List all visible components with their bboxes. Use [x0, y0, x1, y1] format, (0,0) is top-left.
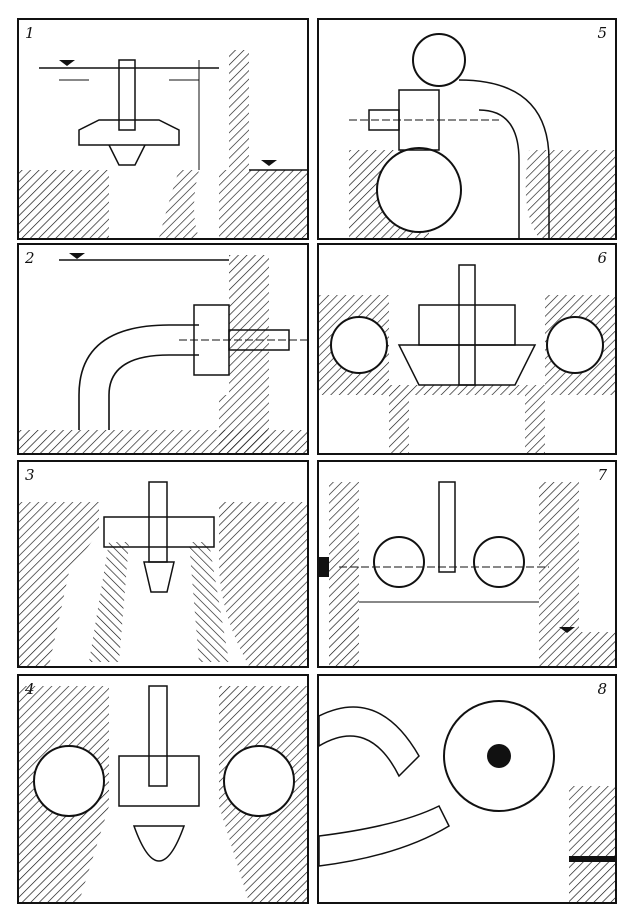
panel-6: 6 — [317, 243, 617, 455]
panel-1: 1 — [17, 18, 309, 240]
panel-8-drawing — [319, 700, 615, 902]
panel-3: 3 — [17, 460, 309, 668]
panel-5-drawing — [349, 33, 615, 238]
panel-4: 4 — [17, 674, 309, 904]
panel-4-drawing — [19, 685, 307, 902]
panel-label-2: 2 — [25, 249, 35, 267]
panel-5: 5 — [317, 18, 617, 240]
panel-label-5: 5 — [597, 24, 607, 42]
panel-2: 2 — [17, 243, 309, 455]
panel-label-7: 7 — [597, 466, 607, 484]
panel-label-1: 1 — [25, 24, 35, 42]
panel-6-drawing — [319, 264, 615, 453]
panel-label-6: 6 — [597, 249, 607, 267]
panel-7: 7 — [317, 460, 617, 668]
panel-1-drawing — [19, 50, 307, 238]
panel-2-drawing — [19, 253, 307, 453]
panel-3-drawing — [19, 481, 307, 666]
panel-label-3: 3 — [25, 466, 35, 484]
panel-7-drawing — [319, 481, 615, 666]
panel-label-4: 4 — [25, 680, 35, 698]
panel-8: 8 — [317, 674, 617, 904]
panel-label-8: 8 — [597, 680, 607, 698]
